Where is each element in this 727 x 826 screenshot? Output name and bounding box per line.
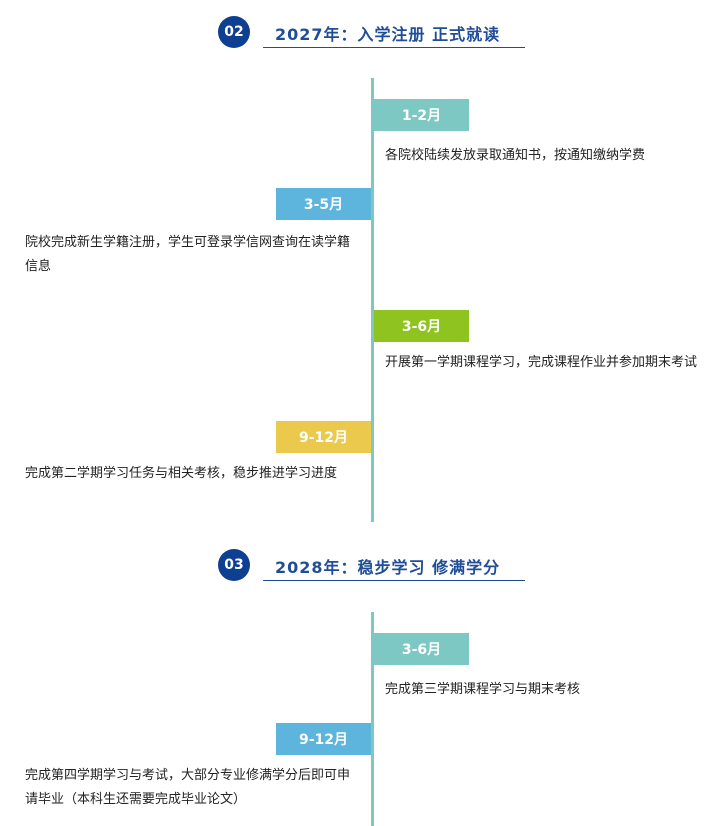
section-header-03: 03 2028年：稳步学习 修满学分 xyxy=(0,549,727,589)
event-description: 完成第四学期学习与考试，大部分专业修满学分后即可申请毕业（本科生还需要完成毕业论… xyxy=(25,768,351,807)
title-underline xyxy=(263,47,525,48)
event-description: 各院校陆续发放录取通知书，按通知缴纳学费 xyxy=(385,148,646,163)
month-tag: 9-12月 xyxy=(276,723,371,755)
title-underline xyxy=(263,580,525,581)
month-tag: 3-5月 xyxy=(276,188,371,220)
event-description: 完成第二学期学习任务与相关考核，稳步推进学习进度 xyxy=(25,466,338,481)
timeline-line xyxy=(371,78,374,522)
section-number-badge: 03 xyxy=(218,549,250,581)
section-title: 2027年：入学注册 正式就读 xyxy=(275,25,501,44)
month-tag: 3-6月 xyxy=(374,310,469,342)
section-title: 2028年：稳步学习 修满学分 xyxy=(275,558,501,577)
timeline-line xyxy=(371,612,374,826)
section-number-badge: 02 xyxy=(218,16,250,48)
event-description: 开展第一学期课程学习，完成课程作业并参加期末考试 xyxy=(385,355,698,370)
event-description: 院校完成新生学籍注册，学生可登录学信网查询在读学籍信息 xyxy=(25,235,351,274)
event-description: 完成第三学期课程学习与期末考核 xyxy=(385,682,581,697)
month-tag: 9-12月 xyxy=(276,421,371,453)
month-tag: 1-2月 xyxy=(374,99,469,131)
month-tag: 3-6月 xyxy=(374,633,469,665)
section-header-02: 02 2027年：入学注册 正式就读 xyxy=(0,16,727,56)
